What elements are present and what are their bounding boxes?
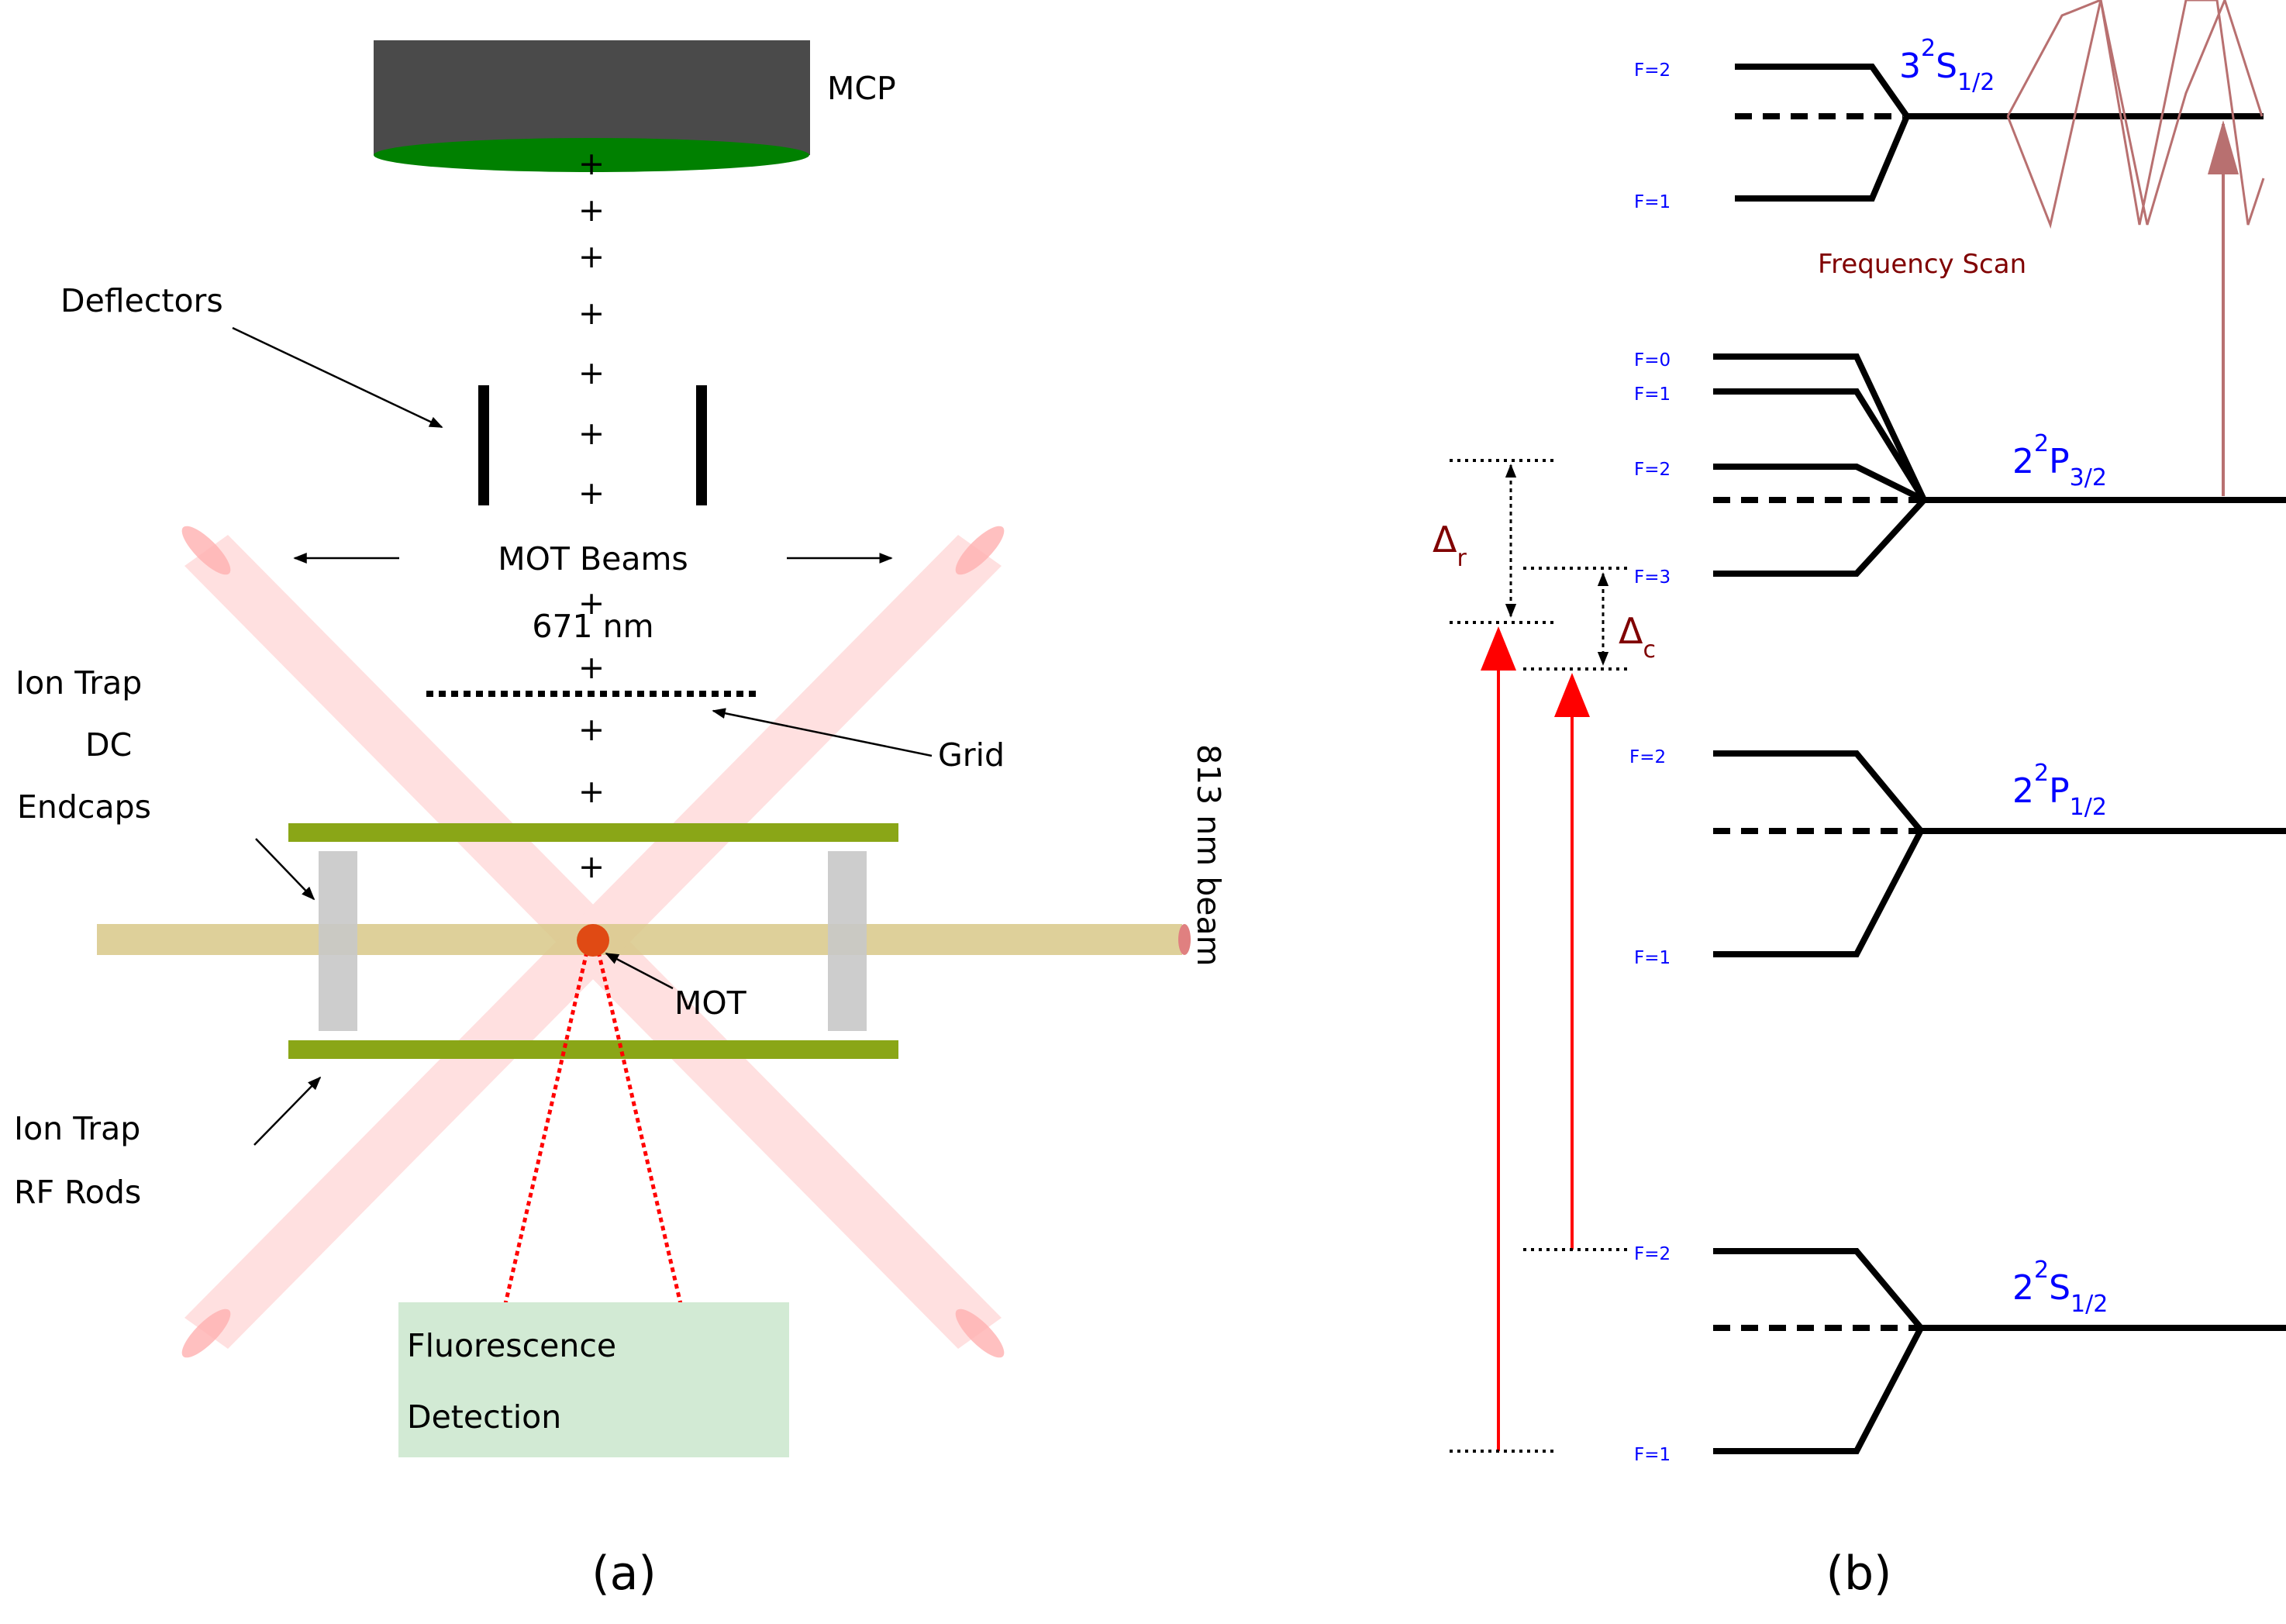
level-3s: F=2 F=1 32S1/2 (1634, 35, 2264, 212)
f-label: F=1 (1634, 192, 1671, 212)
grid-pointer (712, 708, 933, 757)
mot-beam-ends (181, 526, 1005, 1358)
rf-rod-top (288, 823, 898, 842)
ion-trap-rf-label-line1: Ion Trap (14, 1110, 140, 1147)
ion-marker: + (578, 191, 605, 229)
frequency-scan-zigzag (2006, 0, 2264, 229)
ion-marker: + (578, 415, 605, 452)
f-label: F=1 (1634, 948, 1671, 968)
ion-marker: + (578, 354, 605, 391)
ion-path: + + + + + + + + + + + + (578, 145, 605, 885)
f-label: F=3 (1634, 567, 1671, 588)
level-2p12-label: 22P1/2 (2012, 760, 2107, 821)
hfs-2s12 (1713, 1248, 1925, 1454)
deflectors-label: Deflectors (60, 282, 223, 319)
endcap-left (319, 851, 357, 1031)
mot-beam-end-br (955, 1309, 1005, 1358)
frequency-scan-label: Frequency Scan (1818, 249, 2026, 280)
mot-beams-label-line2: 671 nm (532, 608, 653, 645)
endcap-right (828, 851, 867, 1031)
ion-marker: + (578, 711, 605, 748)
ion-marker: + (578, 773, 605, 810)
caption-b: (b) (1826, 1546, 1892, 1601)
rf-rod-bottom (288, 1040, 898, 1059)
panel-a: MCP + + + + + + + + + + + + Deflectors M… (14, 40, 1227, 1601)
fluorescence-label-line2: Detection (407, 1398, 561, 1436)
fluorescence-label-line1: Fluorescence (407, 1327, 616, 1364)
ion-marker: + (578, 145, 605, 182)
hfs-2p32-f1 (1713, 388, 1927, 502)
ion-trap-dc-label-line3: Endcaps (17, 788, 151, 826)
ion-marker: + (578, 474, 605, 512)
f-label: F=0 (1634, 350, 1671, 371)
detunings: Δr Δc (1433, 459, 1656, 671)
fluorescence-cone-left (503, 951, 589, 1305)
hfs-2p32-f0 (1713, 353, 1927, 502)
caption-a: (a) (591, 1546, 657, 1601)
mot-beam-end-tr (955, 526, 1005, 575)
mot-beam-end-tl (181, 526, 231, 575)
laser-arrow-repump-head (1481, 626, 1516, 671)
f-label: F=2 (1629, 747, 1666, 767)
level-2p32: F=0 F=1 F=2 F=3 22P3/2 (1634, 350, 2286, 588)
ion-trap-rf-pointer (253, 1076, 322, 1146)
hfs-2p12 (1713, 750, 1925, 957)
level-2p12: F=2 F=1 22P1/2 (1629, 747, 2286, 968)
mot-pointer (605, 952, 674, 990)
beam-813-label: 813 nm beam (1190, 744, 1227, 967)
ion-trap-rf-label-line2: RF Rods (14, 1174, 141, 1211)
mot-label: MOT (674, 984, 747, 1022)
beam-813-end (1178, 924, 1191, 955)
frequency-scan-zigzag (2006, 0, 2265, 226)
panel-b: F=2 F=1 32S1/2 Frequency Scan F=0 F=1 F=… (1433, 0, 2286, 1601)
ion-marker: + (578, 848, 605, 885)
fluorescence-cone-right (596, 951, 683, 1305)
f-label: F=2 (1634, 60, 1671, 81)
delta-r-label: Δr (1433, 519, 1467, 572)
f-label: F=1 (1634, 1445, 1671, 1465)
ion-trap-dc-label-line1: Ion Trap (16, 664, 142, 702)
hfs-2p32-f2 (1713, 464, 1926, 503)
ion-marker: + (578, 649, 605, 686)
fluorescence-box (398, 1302, 789, 1457)
ion-marker: + (578, 238, 605, 275)
level-2s12: F=2 F=1 22S1/2 (1634, 1244, 2286, 1465)
mot-beams-label-line1: MOT Beams (498, 540, 688, 578)
mcp-label: MCP (827, 70, 896, 107)
ion-trap-dc-label-line2: DC (85, 726, 132, 764)
f-label: F=2 (1634, 1244, 1671, 1264)
mot-cloud (577, 924, 609, 957)
deflector-left (478, 385, 489, 505)
hfs-2p32-f3 (1713, 498, 1926, 577)
mcp-face (374, 138, 809, 172)
beam-813 (97, 924, 1182, 955)
deflector-right (696, 385, 707, 505)
frequency-scan-arrowhead (2208, 120, 2239, 174)
mcp-body (374, 40, 810, 155)
f-label: F=2 (1634, 460, 1671, 480)
delta-c-label: Δc (1619, 610, 1656, 664)
ion-trap-dc-pointer (255, 838, 315, 901)
mot-beam-end-bl (181, 1309, 231, 1358)
ion-marker: + (578, 584, 605, 622)
hfs-3s (1735, 64, 1911, 202)
grid-label: Grid (938, 736, 1005, 774)
level-2p32-label: 22P3/2 (2012, 430, 2107, 491)
f-label: F=1 (1634, 384, 1671, 405)
deflectors-pointer (232, 326, 443, 429)
level-3s-label: 32S1/2 (1899, 35, 1995, 96)
level-2s12-label: 22S1/2 (2012, 1257, 2108, 1318)
ion-marker: + (578, 295, 605, 332)
laser-arrow-cooling-head (1554, 673, 1590, 717)
